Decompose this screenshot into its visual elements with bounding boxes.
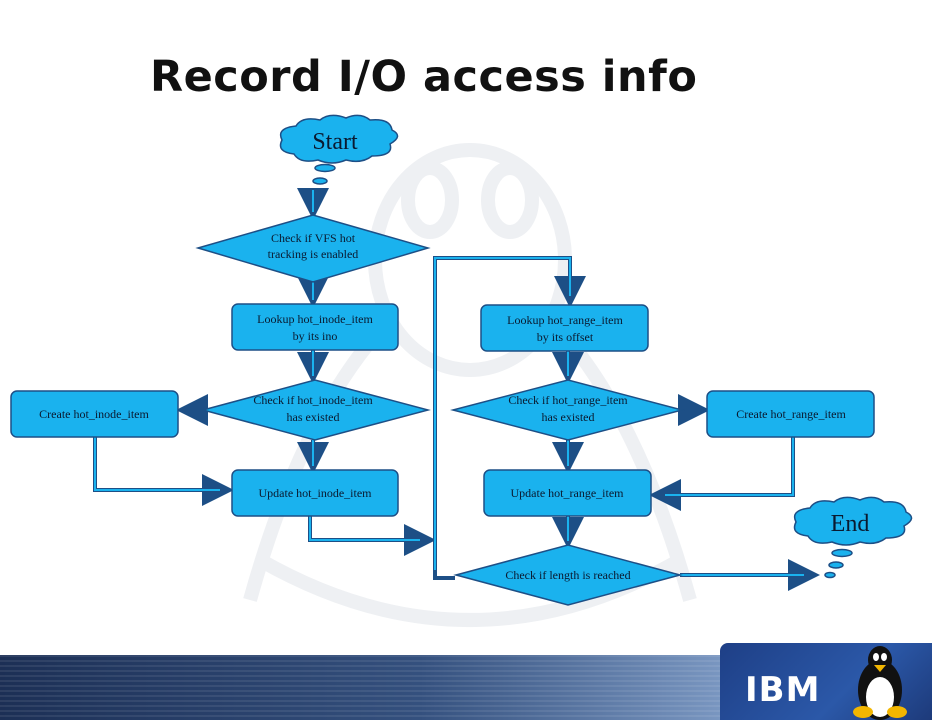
update-inode-process: Update hot_inode_item xyxy=(231,469,399,517)
lookup-inode-line1: Lookup hot_inode_item xyxy=(257,312,373,326)
check-inode-decision: Check if hot_inode_item has existed xyxy=(200,379,431,441)
check-vfs-line2: tracking is enabled xyxy=(268,247,359,261)
lookup-inode-line2: by its ino xyxy=(293,329,338,343)
lookup-inode-process: Lookup hot_inode_item by its ino xyxy=(231,303,399,351)
create-inode-process: Create hot_inode_item xyxy=(10,390,179,438)
check-length-decision: Check if length is reached xyxy=(453,544,683,606)
lookup-range-line2: by its offset xyxy=(537,330,594,344)
create-range-label: Create hot_range_item xyxy=(736,407,846,421)
slide-title: Record I/O access info xyxy=(150,52,698,102)
start-node: Start xyxy=(279,114,399,185)
update-range-label: Update hot_range_item xyxy=(511,486,625,500)
check-range-decision: Check if hot_range_item has existed xyxy=(450,379,685,441)
lookup-range-line1: Lookup hot_range_item xyxy=(507,313,623,327)
check-vfs-decision: Check if VFS hot tracking is enabled xyxy=(195,214,431,283)
check-vfs-line1: Check if VFS hot xyxy=(271,231,356,245)
create-range-process: Create hot_range_item xyxy=(706,390,875,438)
check-length-label: Check if length is reached xyxy=(505,568,630,582)
check-inode-line1: Check if hot_inode_item xyxy=(253,393,373,407)
ibm-logo: IBM xyxy=(745,670,821,710)
start-label: Start xyxy=(312,129,358,155)
connectors xyxy=(93,188,820,591)
lookup-range-process: Lookup hot_range_item by its offset xyxy=(480,304,649,352)
check-range-line2: has existed xyxy=(542,410,595,424)
end-label: End xyxy=(831,511,870,537)
update-inode-label: Update hot_inode_item xyxy=(259,486,373,500)
create-inode-label: Create hot_inode_item xyxy=(39,407,149,421)
end-node: End xyxy=(793,496,913,579)
check-inode-line2: has existed xyxy=(287,410,340,424)
update-range-process: Update hot_range_item xyxy=(483,469,652,517)
check-range-line1: Check if hot_range_item xyxy=(508,393,628,407)
